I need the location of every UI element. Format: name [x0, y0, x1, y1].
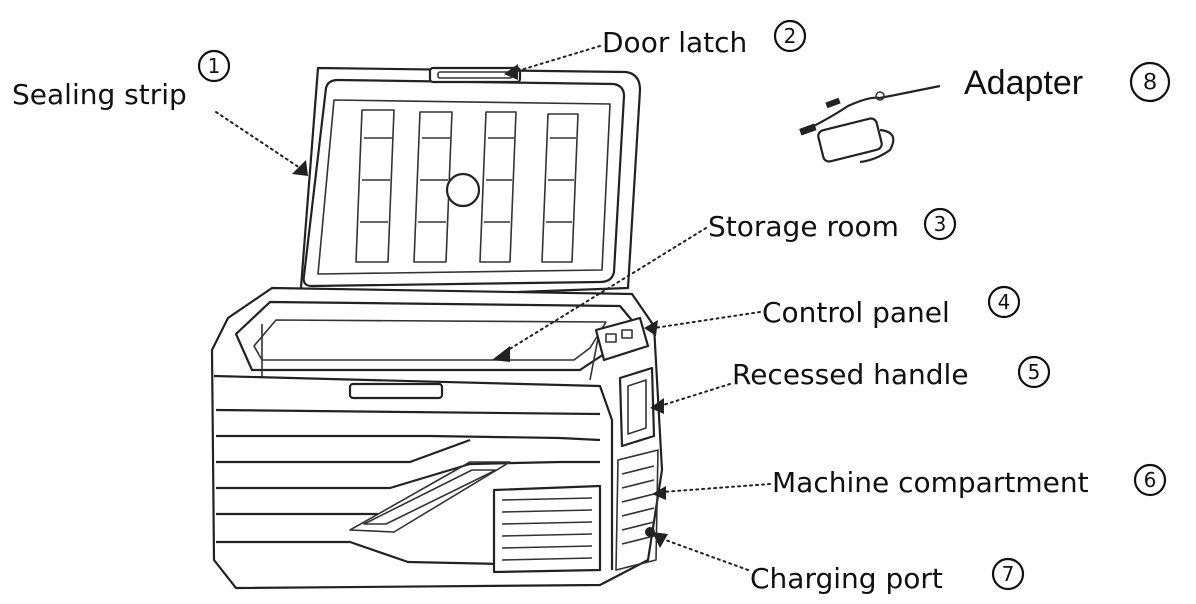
callout-4: Control panel 4 [762, 285, 1021, 329]
machine-compartment-vents [492, 484, 602, 574]
callout-4-label: Control panel [762, 296, 950, 329]
lid-center-knob [445, 172, 481, 208]
callout-5: Recessed handle 5 [732, 355, 1051, 391]
adapter-illustration [799, 84, 941, 164]
callout-5-number: 5 [1028, 360, 1041, 384]
callout-7-label: Charging port [750, 562, 943, 595]
front-rim-handle [348, 382, 444, 400]
callout-2: Door latch 2 [602, 19, 807, 59]
arrow-2-icon [504, 64, 518, 80]
callout-2-number: 2 [784, 24, 797, 48]
callout-6-number: 6 [1144, 468, 1157, 492]
leader-lines [215, 45, 771, 571]
arrow-5-icon [650, 398, 664, 414]
callout-3-number: 3 [934, 212, 947, 236]
callout-2-label: Door latch [602, 26, 747, 59]
charging-port-part [645, 527, 655, 537]
arrow-4-icon [644, 320, 658, 336]
callout-1: Sealing strip 1 [12, 49, 231, 111]
callout-6-label: Machine compartment [772, 466, 1089, 499]
callout-7: Charging port 7 [750, 557, 1025, 595]
callout-5-label: Recessed handle [732, 358, 969, 391]
cooler-body [210, 286, 664, 590]
callout-8-number: 8 [1143, 69, 1156, 96]
control-panel-part [594, 316, 650, 362]
callout-3: Storage room 3 [708, 207, 957, 243]
arrow-6-icon [652, 486, 666, 500]
callout-4-number: 4 [998, 290, 1011, 314]
callout-8: Adapter 8 [964, 61, 1171, 103]
callout-6: Machine compartment 6 [772, 463, 1167, 499]
cooler-lid [298, 66, 642, 302]
arrow-1-icon [292, 160, 308, 176]
callout-7-number: 7 [1002, 562, 1015, 586]
recessed-handle-part [618, 366, 656, 448]
callout-1-number: 1 [208, 54, 221, 78]
side-vents [615, 449, 659, 571]
arrow-7-icon [652, 532, 668, 548]
callout-1-label: Sealing strip [12, 78, 187, 111]
arrow-3-icon [492, 346, 510, 362]
callout-3-label: Storage room [708, 210, 899, 243]
door-latch-part [428, 66, 522, 84]
lid-slats [355, 109, 579, 263]
callout-8-label: Adapter [964, 64, 1083, 102]
